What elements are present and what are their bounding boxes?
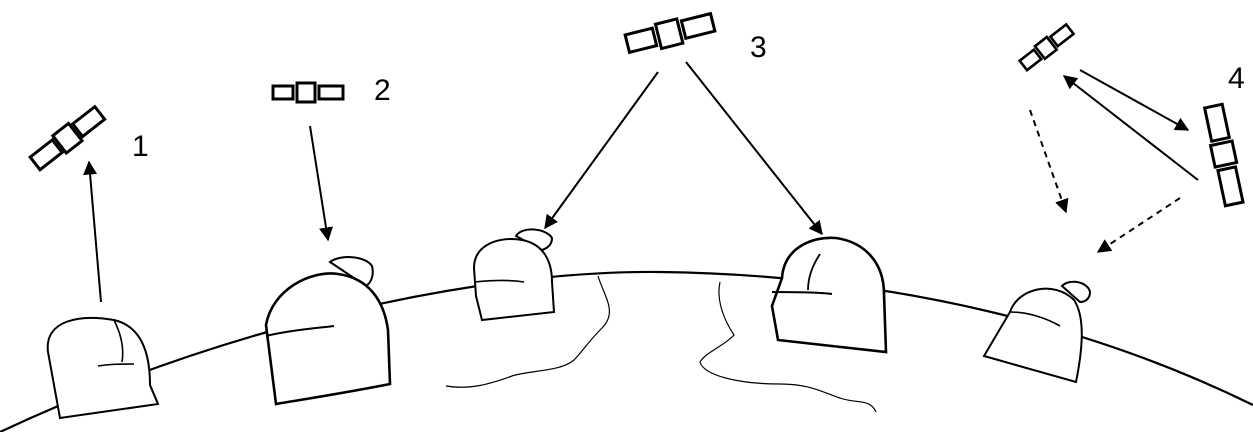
arrow-crosslink-out <box>1079 69 1190 131</box>
arrow-3-left <box>544 71 659 230</box>
arrow-3-right <box>685 61 823 236</box>
dome-2 <box>264 256 392 406</box>
label-3: 3 <box>750 31 767 64</box>
label-4: 4 <box>1228 62 1245 95</box>
arrow-dashed-4b <box>1096 197 1181 253</box>
dome-4 <box>770 236 888 354</box>
dome-3 <box>472 228 556 322</box>
satellite-1 <box>28 104 107 172</box>
satellite-4b <box>1202 102 1245 208</box>
earth-horizon <box>0 270 1253 432</box>
link-arrows <box>83 61 1199 303</box>
arrow-downlink-2 <box>309 125 333 242</box>
satellite-4a <box>1017 22 1076 73</box>
label-2: 2 <box>374 74 391 107</box>
coastline-left <box>445 275 611 388</box>
dome-1 <box>46 317 160 420</box>
arrow-crosslink-back <box>1062 75 1199 181</box>
dome-5 <box>982 280 1092 384</box>
arrow-dashed-4a <box>1029 109 1069 214</box>
arrow-uplink-1 <box>83 160 102 303</box>
label-1: 1 <box>132 130 149 163</box>
satellite-3 <box>623 11 717 55</box>
coastline-right <box>699 281 877 413</box>
satellite-2 <box>271 81 345 104</box>
